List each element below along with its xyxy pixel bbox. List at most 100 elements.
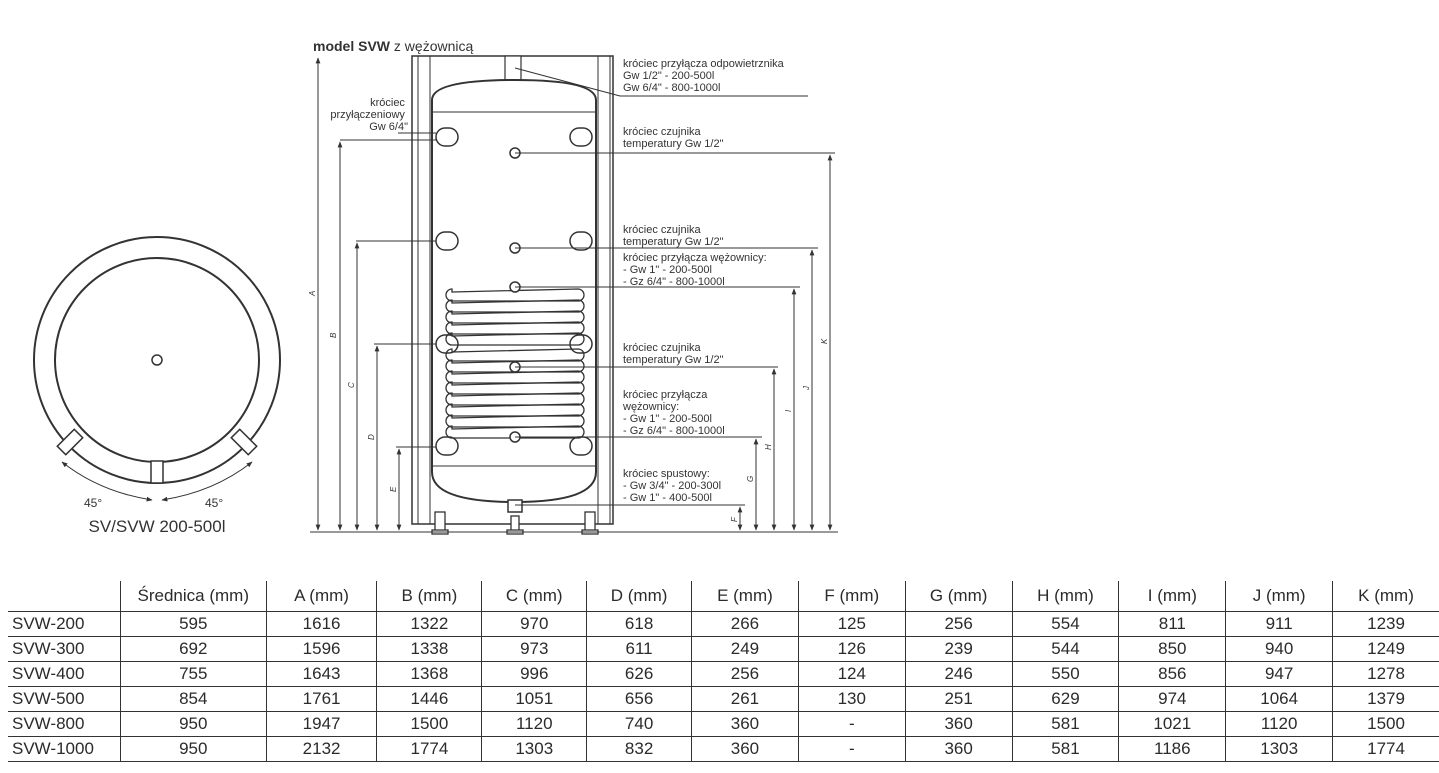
dim-label-I: I xyxy=(784,409,793,412)
table-column-header: Średnica (mm) xyxy=(119,581,267,612)
connector-right-4 xyxy=(569,436,593,456)
table-cell: 360 xyxy=(691,711,799,737)
table-cell: - xyxy=(797,711,906,737)
label-drain: króciec spustowy: - Gw 3/4" - 200-300l -… xyxy=(623,468,724,504)
dim-label-K: K xyxy=(820,338,829,344)
side-view: model SVW z wężownicą xyxy=(308,38,838,535)
top-view-left-port xyxy=(56,428,84,456)
table-cell: 1186 xyxy=(1118,736,1226,762)
leader-lines xyxy=(340,67,835,506)
table-cell: 1379 xyxy=(1332,686,1439,712)
table-cell: 1774 xyxy=(376,736,482,762)
dimensions-table: Średnica (mm)A (mm)B (mm)C (mm)D (mm)E (… xyxy=(8,581,1439,762)
table-cell: 1322 xyxy=(376,611,482,637)
table-cell: 1051 xyxy=(481,686,587,712)
table-cell: 856 xyxy=(1118,661,1226,687)
table-cell: 740 xyxy=(586,711,692,737)
table-cell: 755 xyxy=(119,661,267,687)
table-column-header: G (mm) xyxy=(904,581,1013,612)
table-column-header: H (mm) xyxy=(1011,581,1119,612)
top-view-right-port xyxy=(230,428,258,456)
table-cell: 656 xyxy=(586,686,692,712)
table-cell: 973 xyxy=(481,636,587,662)
table-cell: 611 xyxy=(586,636,692,662)
table-cell: 1643 xyxy=(265,661,377,687)
table-cell: 970 xyxy=(481,611,587,637)
label-connector: króciec przyłączeniowy Gw 6/4" xyxy=(330,97,408,133)
table-row-model: SVW-200 xyxy=(8,611,121,637)
table-cell: 581 xyxy=(1011,736,1119,762)
table-column-header: A (mm) xyxy=(265,581,377,612)
table-cell: 251 xyxy=(904,686,1013,712)
table-row-model: SVW-300 xyxy=(8,636,121,662)
table-cell: 246 xyxy=(904,661,1013,687)
dim-label-C: C xyxy=(347,382,356,388)
angle-arc-left xyxy=(61,461,153,502)
tank-vessel xyxy=(431,78,597,504)
table-cell: 261 xyxy=(691,686,799,712)
table-column-header: K (mm) xyxy=(1332,581,1439,612)
top-view-title: SV/SVW 200-500l xyxy=(88,517,225,536)
table-cell: 1278 xyxy=(1332,661,1439,687)
table-row-model: SVW-500 xyxy=(8,686,121,712)
coil-loop xyxy=(445,321,585,335)
top-view-center-port xyxy=(151,354,163,366)
table-cell: 249 xyxy=(691,636,799,662)
angle-right-label: 45° xyxy=(205,496,223,510)
dimension-letters: A B C D E F G H I J K xyxy=(308,291,829,522)
table-cell: 911 xyxy=(1225,611,1333,637)
table-cell: 360 xyxy=(691,736,799,762)
table-column-header: D (mm) xyxy=(586,581,692,612)
label-coil-top: króciec przyłącza wężownicy: - Gw 1" - 2… xyxy=(623,252,770,288)
table-cell: 811 xyxy=(1118,611,1226,637)
table-column-header: J (mm) xyxy=(1225,581,1333,612)
table-column-header: C (mm) xyxy=(481,581,587,612)
dim-label-H: H xyxy=(764,444,773,450)
table-cell: 130 xyxy=(797,686,906,712)
annotation-labels: króciec przyłącza odpowietrznika Gw 1/2"… xyxy=(330,58,787,504)
table-cell: 266 xyxy=(691,611,799,637)
table-cell: 544 xyxy=(1011,636,1119,662)
table-cell: 832 xyxy=(586,736,692,762)
table-cell: 940 xyxy=(1225,636,1333,662)
drain-port xyxy=(507,499,523,513)
table-cell: 996 xyxy=(481,661,587,687)
label-sensor-3: króciec czujnika temperatury Gw 1/2" xyxy=(623,342,724,366)
table-column-header: F (mm) xyxy=(797,581,906,612)
coil-loop xyxy=(445,310,585,324)
table-cell: 256 xyxy=(904,611,1013,637)
table-header-row: Średnica (mm)A (mm)B (mm)C (mm)D (mm)E (… xyxy=(8,581,1439,612)
table-cell: 947 xyxy=(1225,661,1333,687)
table-column-header: I (mm) xyxy=(1118,581,1226,612)
table-cell: 1761 xyxy=(265,686,377,712)
table-cell: 554 xyxy=(1011,611,1119,637)
dim-label-B: B xyxy=(329,332,338,338)
table-cell: 360 xyxy=(904,711,1013,737)
sensor-ports xyxy=(507,147,523,513)
dim-label-D: D xyxy=(367,434,376,440)
angle-arc-right xyxy=(161,461,253,502)
table-cell: 1500 xyxy=(1332,711,1439,737)
dim-label-J: J xyxy=(802,385,811,391)
table-cell: 239 xyxy=(904,636,1013,662)
table-cell: 1120 xyxy=(1225,711,1333,737)
coil-loop xyxy=(445,370,585,384)
table-row-model: SVW-400 xyxy=(8,661,121,687)
label-vent: króciec przyłącza odpowietrznika Gw 1/2"… xyxy=(623,58,787,94)
table-cell: 1500 xyxy=(376,711,482,737)
table-cell: 618 xyxy=(586,611,692,637)
label-coil-bottom: króciec przyłącza wężownicy: - Gw 1" - 2… xyxy=(622,389,725,437)
top-view-inner-ring xyxy=(54,257,260,463)
table-cell: 1249 xyxy=(1332,636,1439,662)
coil-loop xyxy=(445,381,585,395)
tank-insulation-right xyxy=(597,55,611,525)
table-row-model: SVW-1000 xyxy=(8,736,121,762)
dim-label-A: A xyxy=(308,291,317,297)
connector-right-2 xyxy=(569,231,593,251)
table-cell: 850 xyxy=(1118,636,1226,662)
table-cell: 2132 xyxy=(265,736,377,762)
table-cell: 1446 xyxy=(376,686,482,712)
